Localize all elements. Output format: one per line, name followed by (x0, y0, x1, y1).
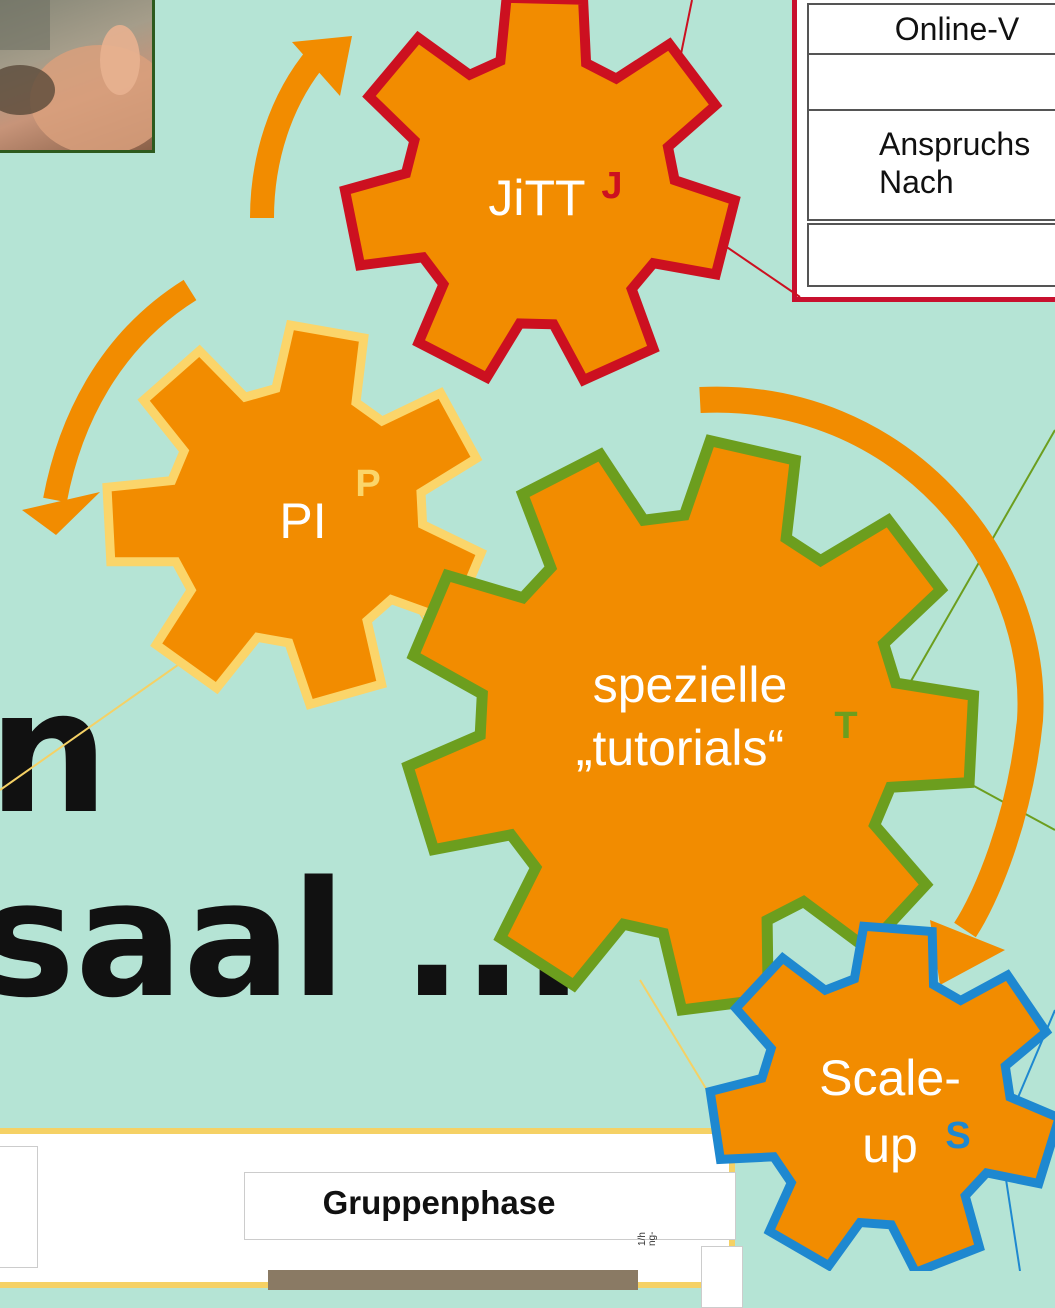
gear-scaleup-label-line: Scale- (819, 1050, 961, 1106)
gear-pi-label-line: PI (279, 493, 326, 549)
gear-scaleup-label-line: up (862, 1117, 918, 1173)
gear-tutorials-letter: T (834, 705, 857, 747)
arrow-pi-to-jitt (262, 55, 318, 218)
gear-pi-letter: P (355, 463, 380, 505)
panel-photo-strip (268, 1270, 638, 1290)
gear-tutorials-label-line: „tutorials“ (576, 720, 784, 776)
gear-tutorials-label-line: spezielle (593, 657, 788, 713)
slide-canvas: Online-V Anspruchs Nach n saal ... Grupp… (0, 0, 1055, 1271)
gear-jitt-label-line: JiTT (488, 170, 585, 226)
gear-scaleup: Scale-up S (710, 926, 1055, 1271)
gear-jitt-letter: J (601, 165, 622, 207)
gear-scaleup-letter: S (945, 1115, 970, 1157)
gear-jitt: JiTT J (345, 0, 735, 380)
